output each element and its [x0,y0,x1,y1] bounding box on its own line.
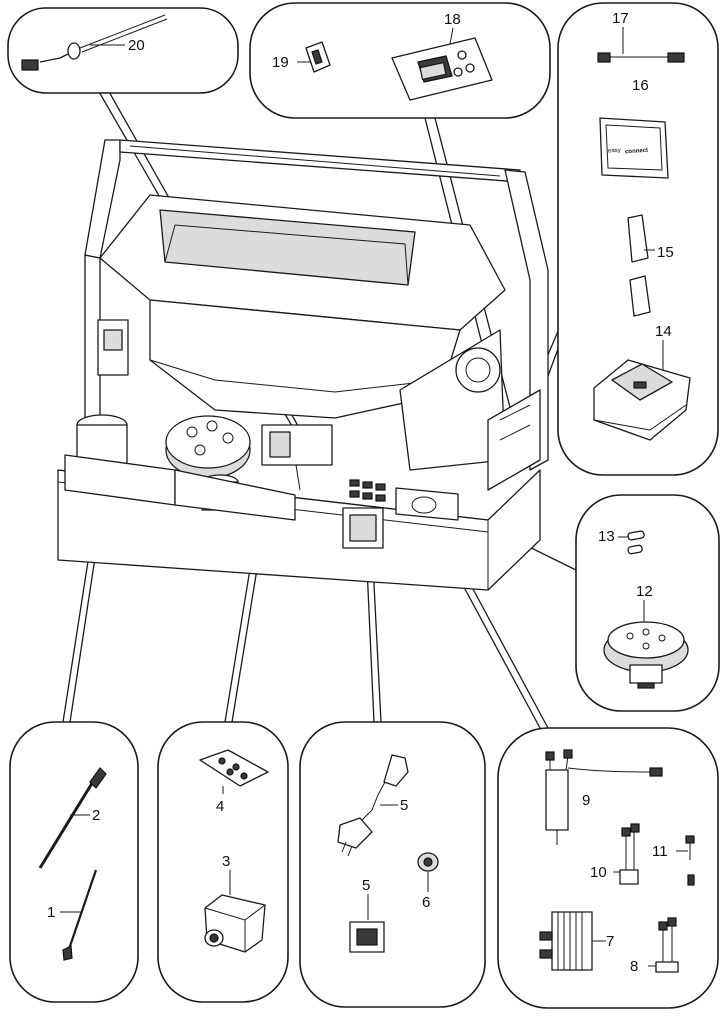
callout-group-18-19: 19 18 [249,2,551,119]
callout-group-14-17: 17 16 easy connect 15 14 [557,2,719,476]
callout-2-label: 2 [92,807,100,824]
callout-12-label: 12 [636,583,653,600]
callout-13-label: 13 [598,528,615,545]
callout-11-label: 11 [652,843,668,860]
callout-8-label: 8 [630,958,638,975]
callout-10-label: 10 [590,864,607,881]
callout-17-label: 17 [612,10,629,27]
callout-1-label: 1 [47,904,55,921]
callout-group-20: 20 [7,7,239,94]
callout-group-12-13: 13 12 [575,494,720,712]
callout-group-3-4: 4 3 [157,721,289,1003]
callout-7-label: 7 [606,933,614,950]
callout-19-label: 19 [272,54,289,71]
callout-6-label: 6 [422,894,430,911]
easy-connect-logo-word2: connect [625,148,648,156]
callout-18-label: 18 [444,11,461,28]
callout-20-label: 20 [128,37,145,54]
callout-15-label: 15 [657,244,674,261]
easy-connect-logo-word1: easy [608,148,621,155]
callout-5a-label: 5 [400,797,408,814]
callout-group-7-11: 9 10 11 7 8 [497,727,719,1009]
callout-group-1-2: 2 1 [9,721,139,1003]
callout-9-label: 9 [582,792,590,809]
main-assembly [57,139,549,591]
callout-4-label: 4 [216,798,224,815]
callout-5b-label: 5 [362,877,370,894]
callout-16-label: 16 [632,77,649,94]
callout-3-label: 3 [222,853,230,870]
callout-14-label: 14 [655,323,672,340]
vent-grid [349,479,386,502]
callout-group-5-6: 5 6 5 [299,721,486,1008]
